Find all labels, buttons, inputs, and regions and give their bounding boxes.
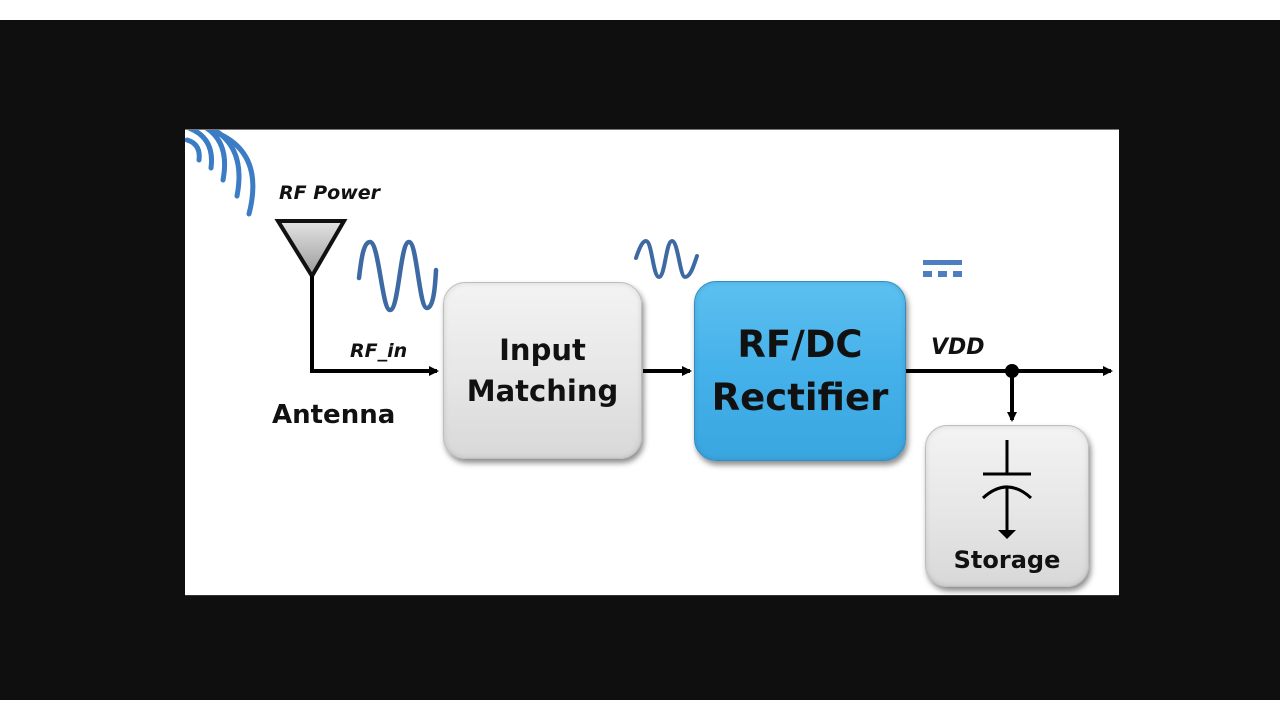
rf-in-label: RF_in [350, 340, 408, 362]
vdd-label: VDD [931, 335, 985, 360]
diagram-slide: RF Power RF_in Antenna VDD Input Matchin… [185, 129, 1119, 596]
rf-power-label: RF Power [279, 182, 381, 204]
dc-symbol-icon [923, 260, 962, 277]
rectifier-label-line2: Rectifier [711, 376, 889, 419]
antenna-icon [274, 219, 348, 371]
antenna-label: Antenna [272, 400, 396, 430]
rf-dc-rectifier-block: RF/DC Rectifier [694, 281, 906, 461]
input-matching-block: Input Matching [443, 282, 642, 459]
capacitor-icon [981, 440, 1033, 539]
small-sine-wave-icon [634, 238, 699, 280]
radio-waves-icon [185, 130, 256, 217]
storage-label: Storage [953, 546, 1061, 574]
sine-wave-icon [356, 239, 439, 313]
storage-block: Storage [925, 425, 1089, 587]
input-matching-label-line1: Input [499, 332, 586, 367]
input-matching-label-line2: Matching [466, 373, 619, 408]
diagram-canvas [185, 130, 1113, 422]
rectifier-label-line1: RF/DC [737, 323, 863, 366]
